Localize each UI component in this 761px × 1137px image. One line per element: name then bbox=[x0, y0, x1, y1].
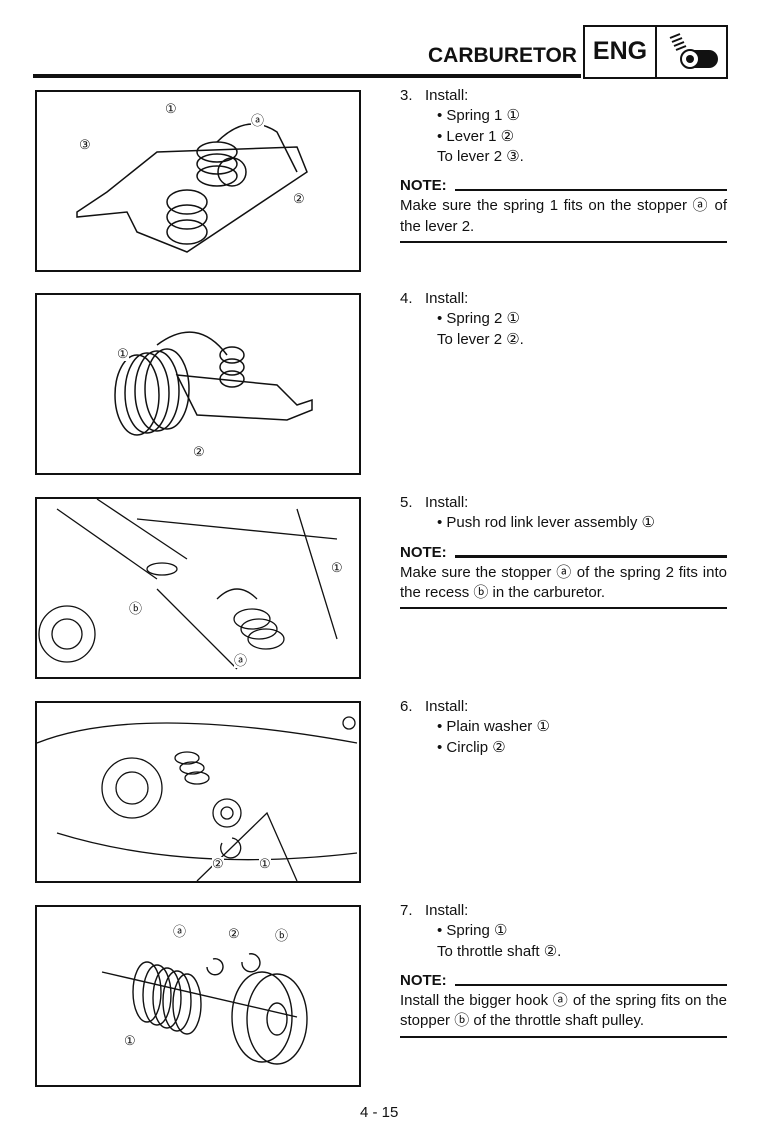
list-item: Circlip ② bbox=[446, 738, 506, 756]
list-item: Spring 2 ① bbox=[446, 310, 520, 328]
note-block: NOTE: Make sure the spring 1 fits on the… bbox=[400, 176, 727, 244]
step-5-text: 5.Install: • Push rod link lever assembl… bbox=[400, 493, 727, 610]
header-rule bbox=[33, 74, 581, 78]
step-3-text: 3.Install: • Spring 1 ① • Lever 1 ② To l… bbox=[400, 86, 727, 244]
list-item: Plain washer ① bbox=[446, 718, 550, 736]
page-title: CARBURETOR bbox=[428, 44, 577, 67]
note-text: Make sure the stopper ⓐ of the spring 2 … bbox=[400, 563, 727, 610]
step-action: Install: bbox=[425, 87, 469, 104]
step-3-section: ① ⓐ ③ ② 3.Install: • Spring 1 ① • Lever … bbox=[0, 87, 761, 280]
continuation-text: To lever 2 ②. bbox=[437, 330, 524, 348]
callout: ③ bbox=[79, 137, 91, 152]
step-number: 3. bbox=[400, 87, 413, 104]
engine-spring-icon bbox=[657, 27, 726, 77]
note-label: NOTE: bbox=[400, 543, 447, 561]
list-item: Lever 1 ② bbox=[446, 127, 515, 145]
callout: ② bbox=[193, 444, 205, 459]
list-item: Push rod link lever assembly ① bbox=[446, 514, 655, 532]
figure-throttle-spring: ⓐ ② ⓑ ① bbox=[35, 905, 361, 1087]
callout: ① bbox=[117, 346, 129, 361]
callout: ① bbox=[124, 1033, 136, 1048]
step-action: Install: bbox=[425, 902, 469, 919]
step-number: 6. bbox=[400, 698, 413, 715]
callout: ② bbox=[228, 926, 240, 941]
continuation-text: To throttle shaft ②. bbox=[437, 942, 562, 960]
step-action: Install: bbox=[425, 290, 469, 307]
badge-label: ENG bbox=[585, 27, 657, 77]
callout: ⓐ bbox=[173, 924, 187, 939]
step-4-section: ① ② 4.Install: • Spring 2 ① To lever 2 ②… bbox=[0, 290, 761, 483]
note-text: Make sure the spring 1 fits on the stopp… bbox=[400, 196, 727, 244]
callout: ⓐ bbox=[234, 653, 248, 668]
section-badge: ENG bbox=[583, 25, 728, 79]
page-number: 4 - 15 bbox=[360, 1104, 399, 1121]
step-6-section: ② ① 6.Install: • Plain washer ① • Circli… bbox=[0, 698, 761, 891]
callout: ① bbox=[259, 856, 271, 871]
callout: ① bbox=[165, 101, 177, 116]
callout: ① bbox=[331, 560, 343, 575]
step-action: Install: bbox=[425, 698, 469, 715]
step-6-text: 6.Install: • Plain washer ① • Circlip ② bbox=[400, 698, 550, 756]
callout: ⓑ bbox=[129, 601, 143, 616]
step-5-section: ① ⓑ ⓐ 5.Install: • Push rod link lever a… bbox=[0, 494, 761, 687]
step-4-text: 4.Install: • Spring 2 ① To lever 2 ②. bbox=[400, 289, 727, 350]
step-7-section: ⓐ ② ⓑ ① 7.Install: • Spring ① To throttl… bbox=[0, 902, 761, 1095]
figure-spring-2: ① ② bbox=[35, 293, 361, 475]
note-block: NOTE: Make sure the stopper ⓐ of the spr… bbox=[400, 543, 727, 610]
step-action: Install: bbox=[425, 494, 469, 511]
continuation-text: To lever 2 ③. bbox=[437, 147, 524, 165]
note-label: NOTE: bbox=[400, 177, 447, 195]
callout: ② bbox=[212, 856, 224, 871]
step-number: 5. bbox=[400, 494, 413, 511]
figure-washer-circlip: ② ① bbox=[35, 701, 361, 883]
note-block: NOTE: Install the bigger hook ⓐ of the s… bbox=[400, 971, 727, 1038]
step-7-text: 7.Install: • Spring ① To throttle shaft … bbox=[400, 901, 727, 1038]
callout: ② bbox=[293, 191, 305, 206]
callout: ⓐ bbox=[251, 113, 265, 128]
list-item: Spring ① bbox=[446, 922, 508, 940]
note-label: NOTE: bbox=[400, 971, 447, 989]
figure-spring-lever: ① ⓐ ③ ② bbox=[35, 90, 361, 272]
step-number: 4. bbox=[400, 290, 413, 307]
note-text: Install the bigger hook ⓐ of the spring … bbox=[400, 991, 727, 1038]
figure-push-rod-link: ① ⓑ ⓐ bbox=[35, 497, 361, 679]
callout: ⓑ bbox=[275, 928, 289, 943]
step-number: 7. bbox=[400, 902, 413, 919]
list-item: Spring 1 ① bbox=[446, 107, 520, 125]
